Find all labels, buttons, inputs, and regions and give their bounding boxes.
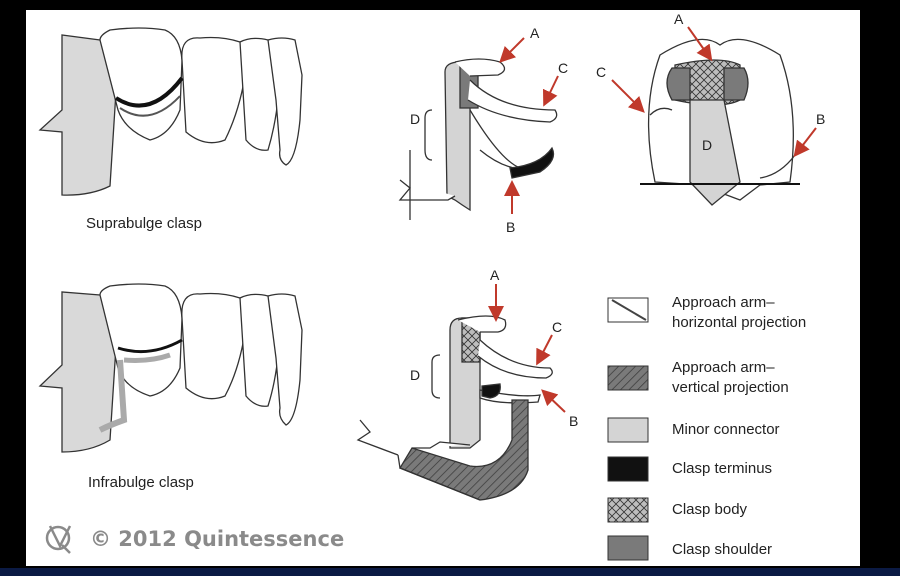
legend-clasp-shoulder: Clasp shoulder: [672, 541, 773, 558]
legend-clasp-body: Clasp body: [672, 501, 748, 518]
occlusal-view-drawing: [640, 38, 800, 206]
legend-swatches: [607, 297, 649, 561]
swatch-clasp-shoulder: [607, 535, 649, 561]
legend-approach-vertical-line1: Approach arm–: [672, 359, 775, 376]
legend-approach-vertical: Approach arm– vertical projection: [672, 358, 789, 398]
label-a-top-right: A: [674, 11, 684, 27]
swatch-clasp-body: [607, 497, 649, 523]
swatch-minor-connector: [607, 417, 649, 443]
label-b-top-right: B: [816, 111, 825, 127]
legend-minor-connector: Minor connector: [672, 421, 780, 438]
caption-suprabulge: Suprabulge clasp: [86, 215, 202, 232]
legend-approach-horizontal-line1: Approach arm–: [672, 294, 775, 311]
legend-approach-horizontal-line2: horizontal projection: [672, 314, 807, 331]
infrabulge-clasp-detail: [356, 315, 553, 501]
suprabulge-teeth-drawing: [38, 27, 303, 196]
label-d-bottom-middle: D: [410, 367, 420, 383]
pointer-arrows: [488, 26, 817, 413]
suprabulge-clasp-detail: [398, 58, 558, 220]
label-a-top-middle: A: [530, 25, 540, 41]
legend-approach-horizontal: Approach arm– horizontal projection: [672, 293, 806, 333]
label-d-top-right: D: [702, 137, 712, 153]
legend-approach-vertical-line2: vertical projection: [672, 379, 789, 396]
label-b-top-middle: B: [506, 219, 515, 235]
label-a-bottom-middle: A: [490, 267, 500, 283]
swatch-approach-vertical: [607, 365, 649, 391]
label-c-top-right: C: [596, 64, 606, 80]
label-c-top-middle: C: [558, 60, 568, 76]
label-b-bottom-middle: B: [569, 413, 578, 429]
label-c-bottom-middle: C: [552, 319, 562, 335]
swatch-clasp-terminus: [607, 456, 649, 482]
label-d-top-middle: D: [410, 111, 420, 127]
letter-labels: A C D B A C B D A C D B: [410, 11, 825, 429]
bottom-bar: [0, 568, 900, 576]
caption-infrabulge: Infrabulge clasp: [88, 474, 194, 491]
infrabulge-teeth-drawing: [38, 283, 303, 453]
legend-clasp-terminus: Clasp terminus: [672, 460, 773, 477]
copyright-text: © 2012 Quintessence: [90, 527, 345, 551]
quintessence-logo: [45, 525, 72, 554]
